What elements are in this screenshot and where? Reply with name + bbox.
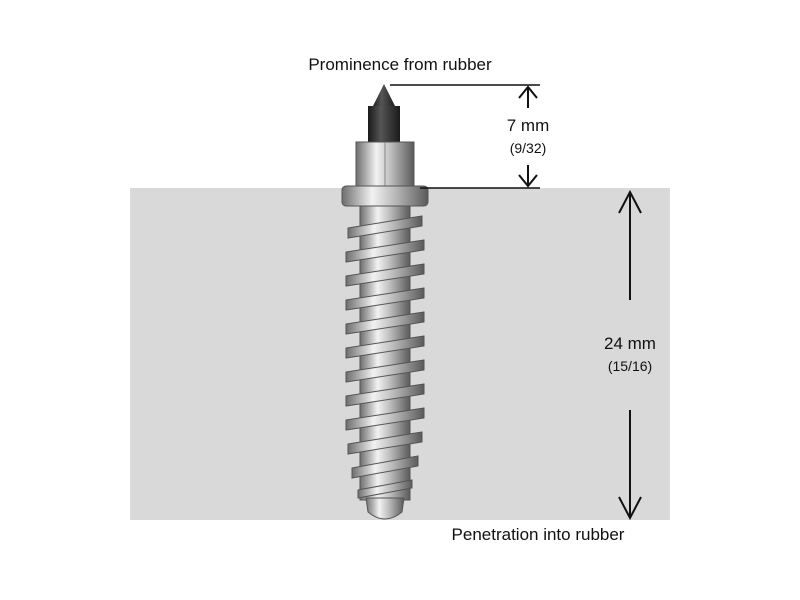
prominence-title: Prominence from rubber — [308, 55, 492, 74]
penetration-mm: 24 mm — [604, 334, 656, 353]
prominence-inches: (9/32) — [509, 140, 547, 156]
penetration-arrow — [618, 189, 642, 521]
penetration-inches: (15/16) — [607, 358, 653, 374]
ice-stud-screw — [341, 84, 429, 520]
penetration-title: Penetration into rubber — [451, 525, 625, 544]
prominence-arrow — [518, 85, 538, 188]
prominence-mm: 7 mm — [506, 116, 550, 135]
